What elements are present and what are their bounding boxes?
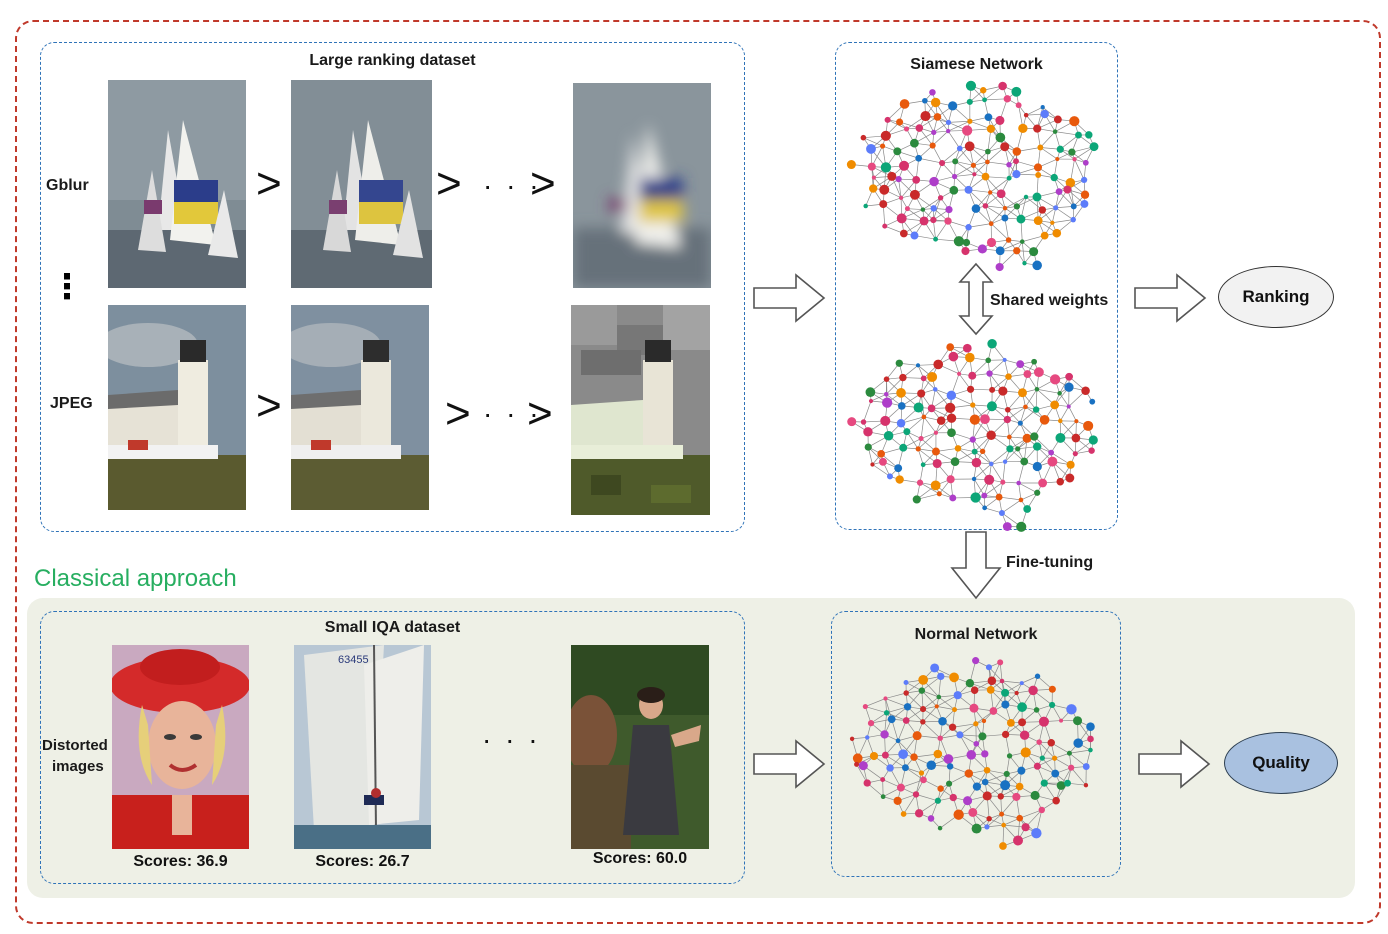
- normal-network-box: [831, 611, 1121, 877]
- siamese-network-title: Siamese Network: [910, 56, 1043, 73]
- gblur-image-2: [291, 80, 432, 288]
- distorted-label-line1: Distorted: [42, 737, 108, 754]
- shared-weights-label: Shared weights: [990, 292, 1109, 309]
- score-3: Scores: 60.0: [592, 850, 688, 867]
- iqa-image-3: [571, 645, 709, 849]
- svg-text:63455: 63455: [338, 654, 369, 666]
- arrow-to-normal-network: [753, 739, 826, 789]
- small-iqa-box: [40, 611, 745, 884]
- greater-than-3: >: [530, 159, 556, 208]
- gblur-image-3-blurred: [573, 83, 711, 288]
- ellipsis-3: · · ·: [482, 724, 541, 755]
- gblur-label: Gblur: [46, 177, 89, 194]
- greater-than-5: >: [445, 389, 471, 438]
- jpeg-label: JPEG: [50, 395, 93, 412]
- ellipsis-1: · · ·: [483, 170, 542, 201]
- greater-than-1: >: [256, 159, 282, 208]
- siamese-network-box: [835, 42, 1118, 530]
- ellipsis-2: · · ·: [483, 398, 542, 429]
- siamese-brain-bottom: [847, 339, 1098, 532]
- greater-than-2: >: [436, 159, 462, 208]
- gblur-image-1: [108, 80, 246, 288]
- jpeg-image-3-compressed: [571, 305, 710, 515]
- normal-network-title: Normal Network: [914, 626, 1038, 643]
- outer-frame: [15, 20, 1381, 924]
- distorted-label-line2: images: [52, 758, 104, 775]
- jpeg-image-1: [108, 305, 246, 510]
- greater-than-6: >: [527, 389, 553, 438]
- small-iqa-title: Small IQA dataset: [324, 619, 461, 636]
- iqa-image-2: 63455: [294, 645, 431, 849]
- classical-approach-title: Classical approach: [34, 565, 237, 592]
- score-1: Scores: 36.9: [133, 853, 228, 870]
- siamese-brain-top: [846, 80, 1099, 272]
- ranking-output: Ranking: [1218, 266, 1334, 328]
- large-ranking-title: Large ranking dataset: [309, 52, 476, 69]
- jpeg-image-2: [291, 305, 429, 510]
- greater-than-4: >: [256, 381, 282, 430]
- vertical-dots: ⋮: [50, 268, 84, 306]
- fine-tuning-label: Fine-tuning: [1006, 554, 1094, 571]
- iqa-image-1: [112, 645, 249, 849]
- fine-tuning-arrow: [950, 531, 1002, 600]
- shared-weights-arrow: [958, 262, 994, 336]
- arrow-to-siamese: [753, 273, 826, 323]
- quality-output: Quality: [1224, 732, 1338, 794]
- normal-network-brain: [849, 657, 1095, 850]
- score-2: Scores: 26.7: [315, 853, 410, 870]
- arrow-to-quality: [1138, 739, 1211, 789]
- large-ranking-box: [40, 42, 745, 532]
- arrow-to-ranking: [1134, 273, 1207, 323]
